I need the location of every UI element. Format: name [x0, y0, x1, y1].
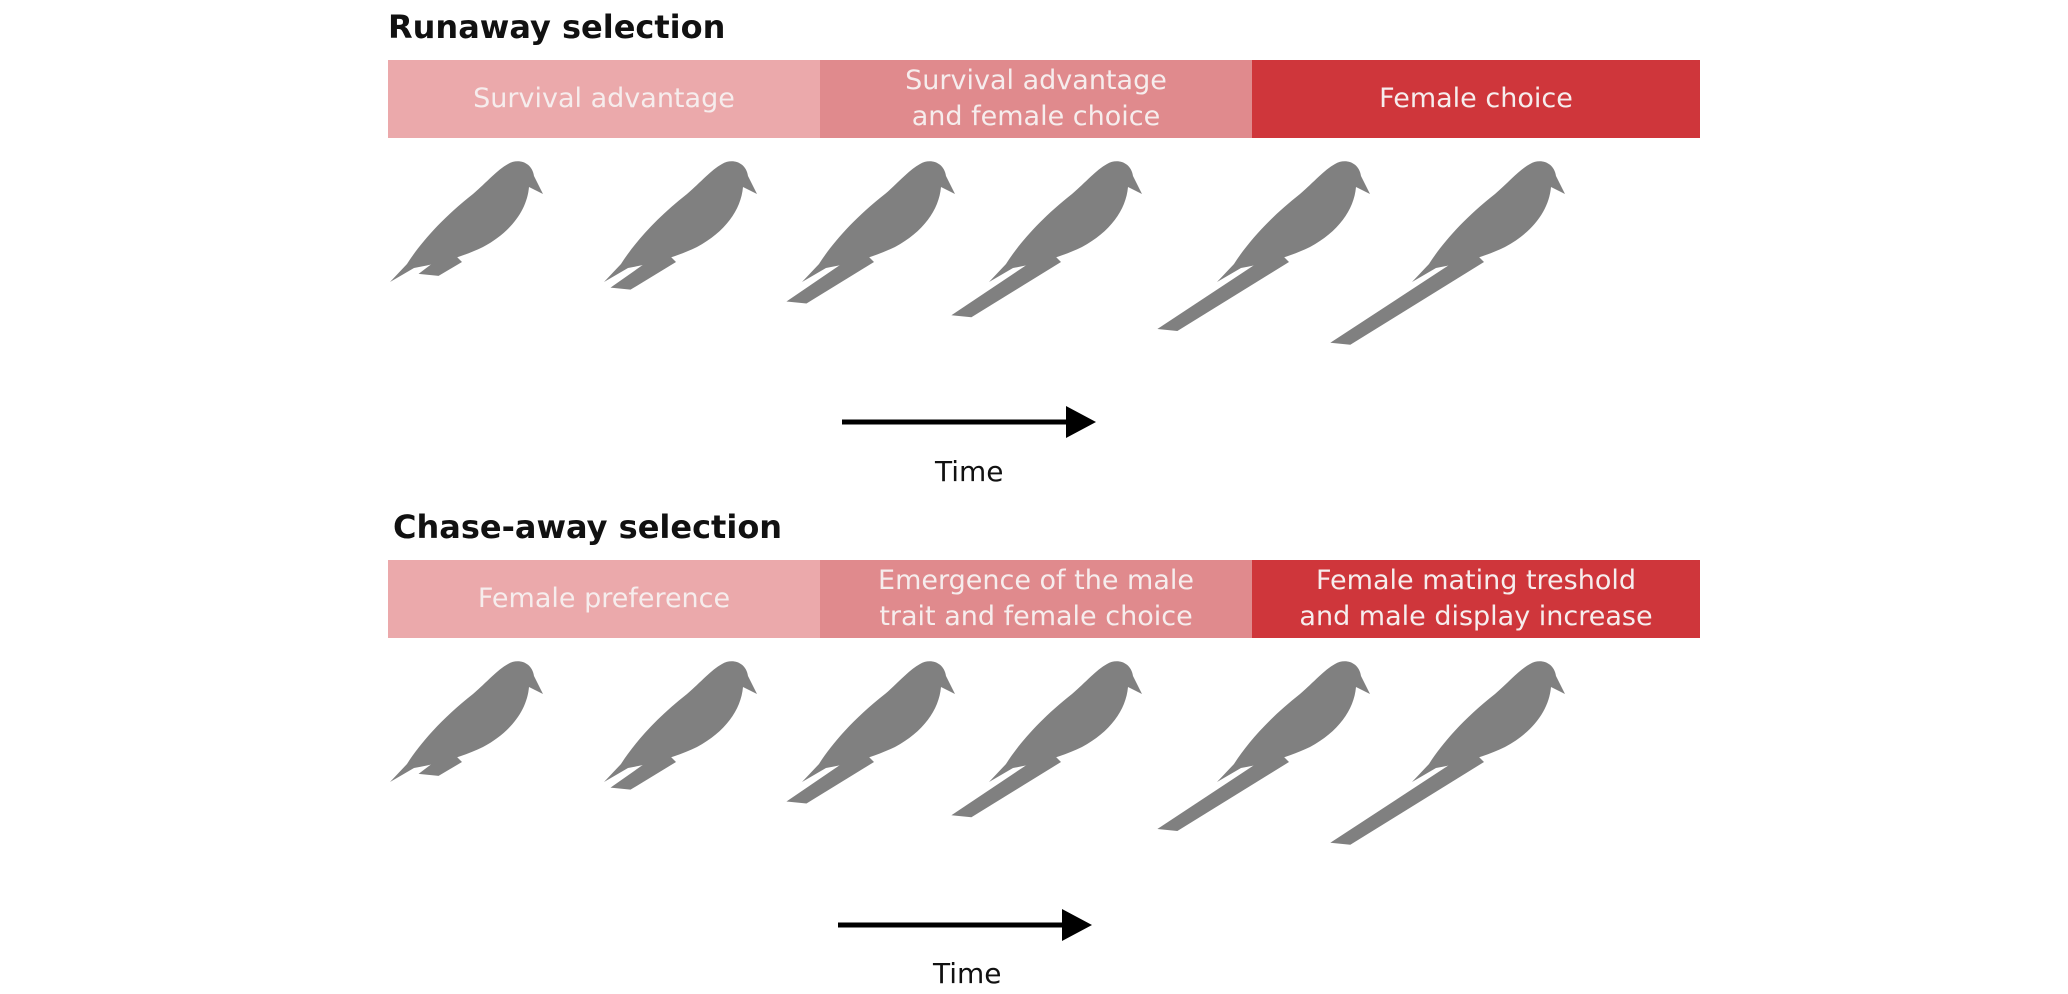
- runaway-time-arrow: [842, 406, 1096, 438]
- bird-tail: [786, 250, 874, 304]
- bird-body: [802, 161, 955, 282]
- runaway-time-label: Time: [935, 455, 1004, 488]
- runaway-time-arrow-head: [1066, 406, 1096, 438]
- chase-away-phase-2-label: Emergence of the male trait and female c…: [878, 565, 1194, 632]
- runaway-phase-1: Survival advantage: [388, 60, 820, 138]
- bird-tail: [1330, 750, 1484, 845]
- bird-body: [390, 661, 543, 782]
- bird-body: [1412, 161, 1565, 282]
- runaway-phase-2: Survival advantage and female choice: [820, 60, 1252, 138]
- runaway-bird-3: [786, 161, 955, 304]
- chase-away-phase-3-label: Female mating treshold and male display …: [1299, 565, 1653, 632]
- chase-away-time-arrow: [838, 909, 1092, 941]
- bird-tail: [951, 250, 1061, 318]
- chase-away-bird-4: [951, 661, 1142, 818]
- chase-away-time-arrow-head: [1062, 909, 1092, 941]
- runaway-bird-row: [390, 161, 1565, 345]
- chase-away-bird-5: [1157, 661, 1370, 832]
- bird-body: [989, 161, 1142, 282]
- runaway-phase-3-label: Female choice: [1379, 83, 1573, 114]
- runaway-bird-4: [951, 161, 1142, 318]
- bird-tail: [1157, 750, 1289, 832]
- bird-tail: [418, 750, 462, 776]
- chase-away-phase-bar: Female preference Emergence of the male …: [388, 560, 1700, 638]
- bird-body: [802, 661, 955, 782]
- runaway-title: Runaway selection: [388, 8, 726, 46]
- bird-tail: [418, 250, 462, 276]
- runaway-phase-2-label: Survival advantage and female choice: [905, 65, 1167, 132]
- runaway-phase-3: Female choice: [1252, 60, 1700, 138]
- chase-away-title: Chase-away selection: [393, 508, 783, 546]
- chase-away-bird-2: [604, 661, 757, 790]
- bird-tail: [610, 750, 676, 790]
- runaway-phase-1-label: Survival advantage: [473, 83, 735, 114]
- chase-away-bird-6: [1330, 661, 1565, 845]
- bird-tail: [1157, 250, 1289, 332]
- bird-tail: [786, 750, 874, 804]
- bird-body: [604, 661, 757, 782]
- bird-tail: [951, 750, 1061, 818]
- bird-body: [1412, 661, 1565, 782]
- runaway-bird-2: [604, 161, 757, 290]
- bird-body: [989, 661, 1142, 782]
- chase-away-phase-1-label: Female preference: [477, 583, 731, 614]
- chase-away-bird-row: [390, 661, 1565, 845]
- runaway-bird-5: [1157, 161, 1370, 332]
- runaway-bird-6: [1330, 161, 1565, 345]
- bird-body: [1217, 161, 1370, 282]
- chase-away-bird-3: [786, 661, 955, 804]
- chase-away-phase-3: Female mating treshold and male display …: [1252, 560, 1700, 638]
- chase-away-time-label: Time: [933, 957, 1002, 990]
- bird-body: [1217, 661, 1370, 782]
- bird-tail: [610, 250, 676, 290]
- runaway-phase-bar: Survival advantage Survival advantage an…: [388, 60, 1700, 138]
- chase-away-phase-2: Emergence of the male trait and female c…: [820, 560, 1252, 638]
- chase-away-phase-1: Female preference: [388, 560, 820, 638]
- chase-away-bird-1: [390, 661, 543, 782]
- runaway-bird-1: [390, 161, 543, 282]
- bird-body: [390, 161, 543, 282]
- bird-body: [604, 161, 757, 282]
- bird-tail: [1330, 250, 1484, 345]
